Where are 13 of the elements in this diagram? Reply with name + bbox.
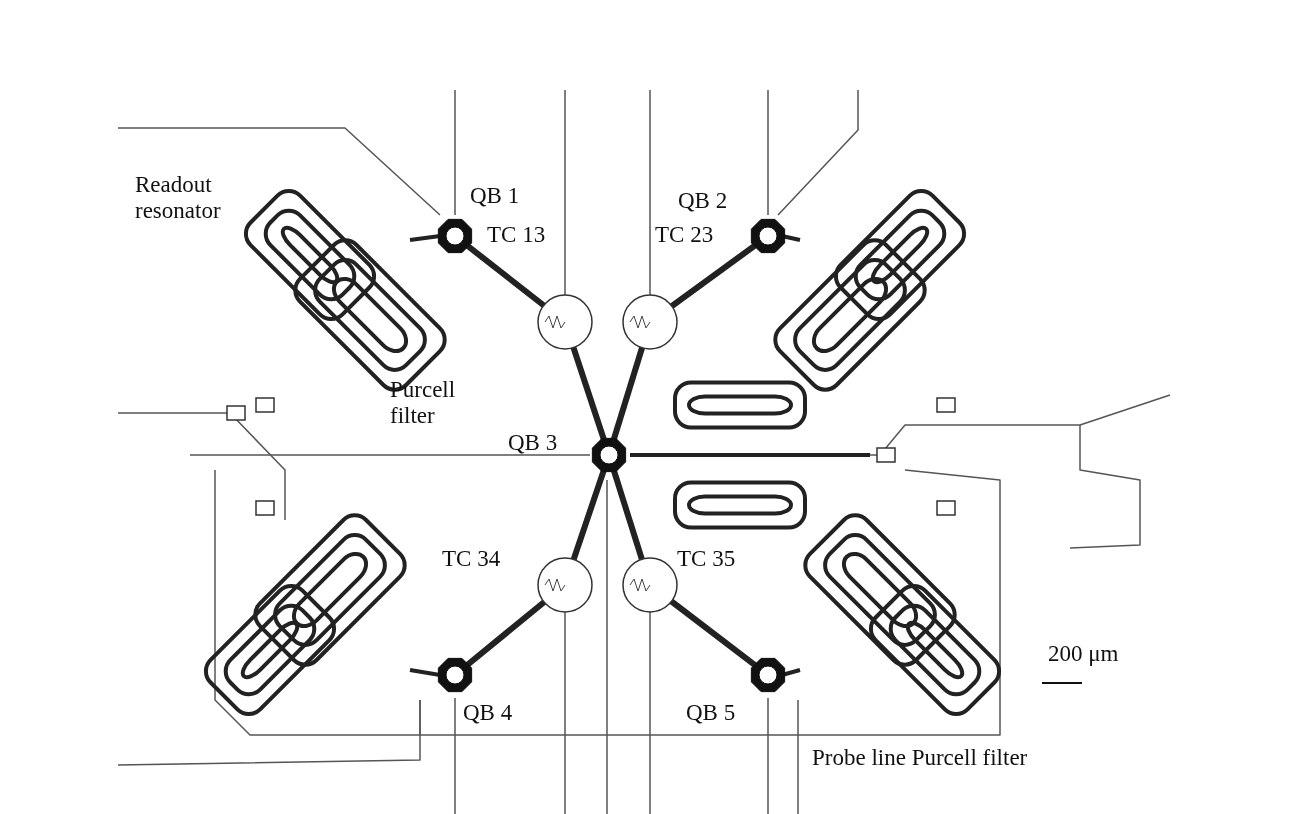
qubit-label: QB 5 [686, 700, 736, 726]
scale-label: 200 μm [1048, 641, 1119, 667]
part-label: Purcell filter [390, 377, 457, 429]
coupler-label: TC 23 [655, 222, 714, 248]
qubit-label: QB 1 [470, 183, 520, 209]
qubit-label: QB 2 [678, 188, 728, 214]
coupler-label: TC 34 [442, 546, 501, 572]
qubit-label: QB 3 [508, 430, 558, 456]
qubit-label: QB 4 [463, 700, 513, 726]
part-label: Readout resonator [135, 172, 222, 224]
part-label: Probe line Purcell filter [812, 745, 1028, 771]
coupler-label: TC 35 [677, 546, 736, 572]
coupler-label: TC 13 [487, 222, 546, 248]
